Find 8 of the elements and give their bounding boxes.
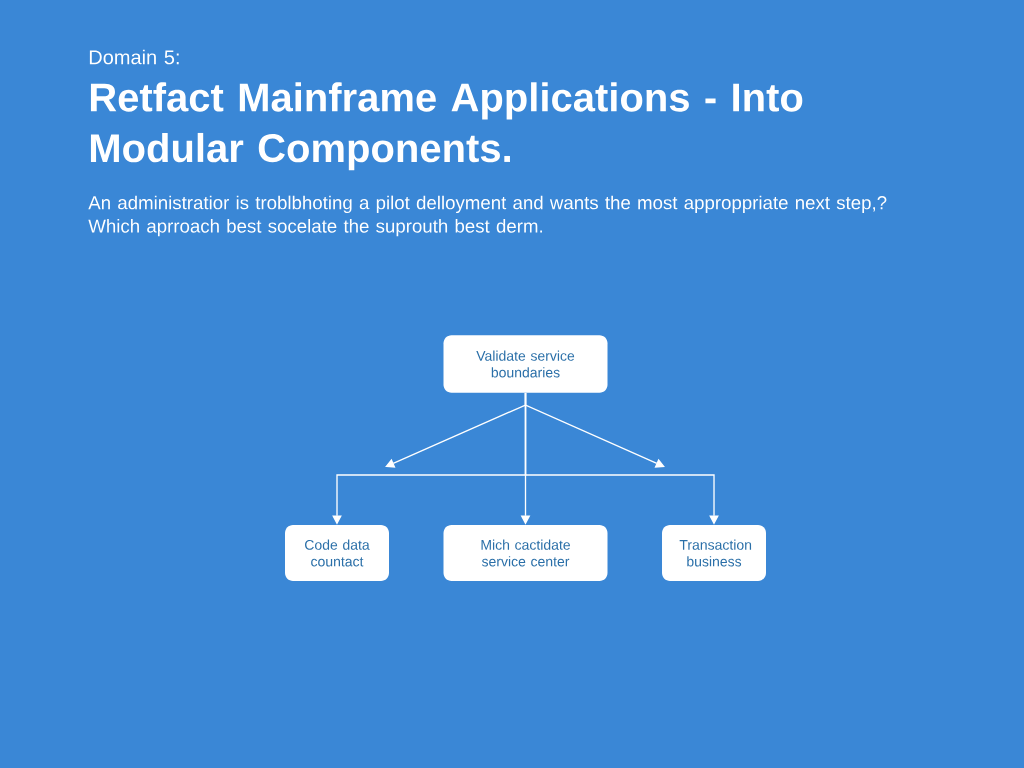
process-box: Transaction business [662,525,766,581]
title: Retfact Mainframe Applications - Into Modular Components. [90,82,803,171]
process-box: Code data countact [285,525,389,581]
arrow [524,392,665,468]
process-box: Validate service boundaries [443,335,608,393]
heading-label: Domain 5: [89,49,179,65]
process-box: Mich cactidate service center [443,525,608,581]
question-text: An administratior is troblbhoting a pilot delloyment and wants the most approppriate next step,? Which aprroach best socelate the suprouth best derm. [88,195,887,237]
